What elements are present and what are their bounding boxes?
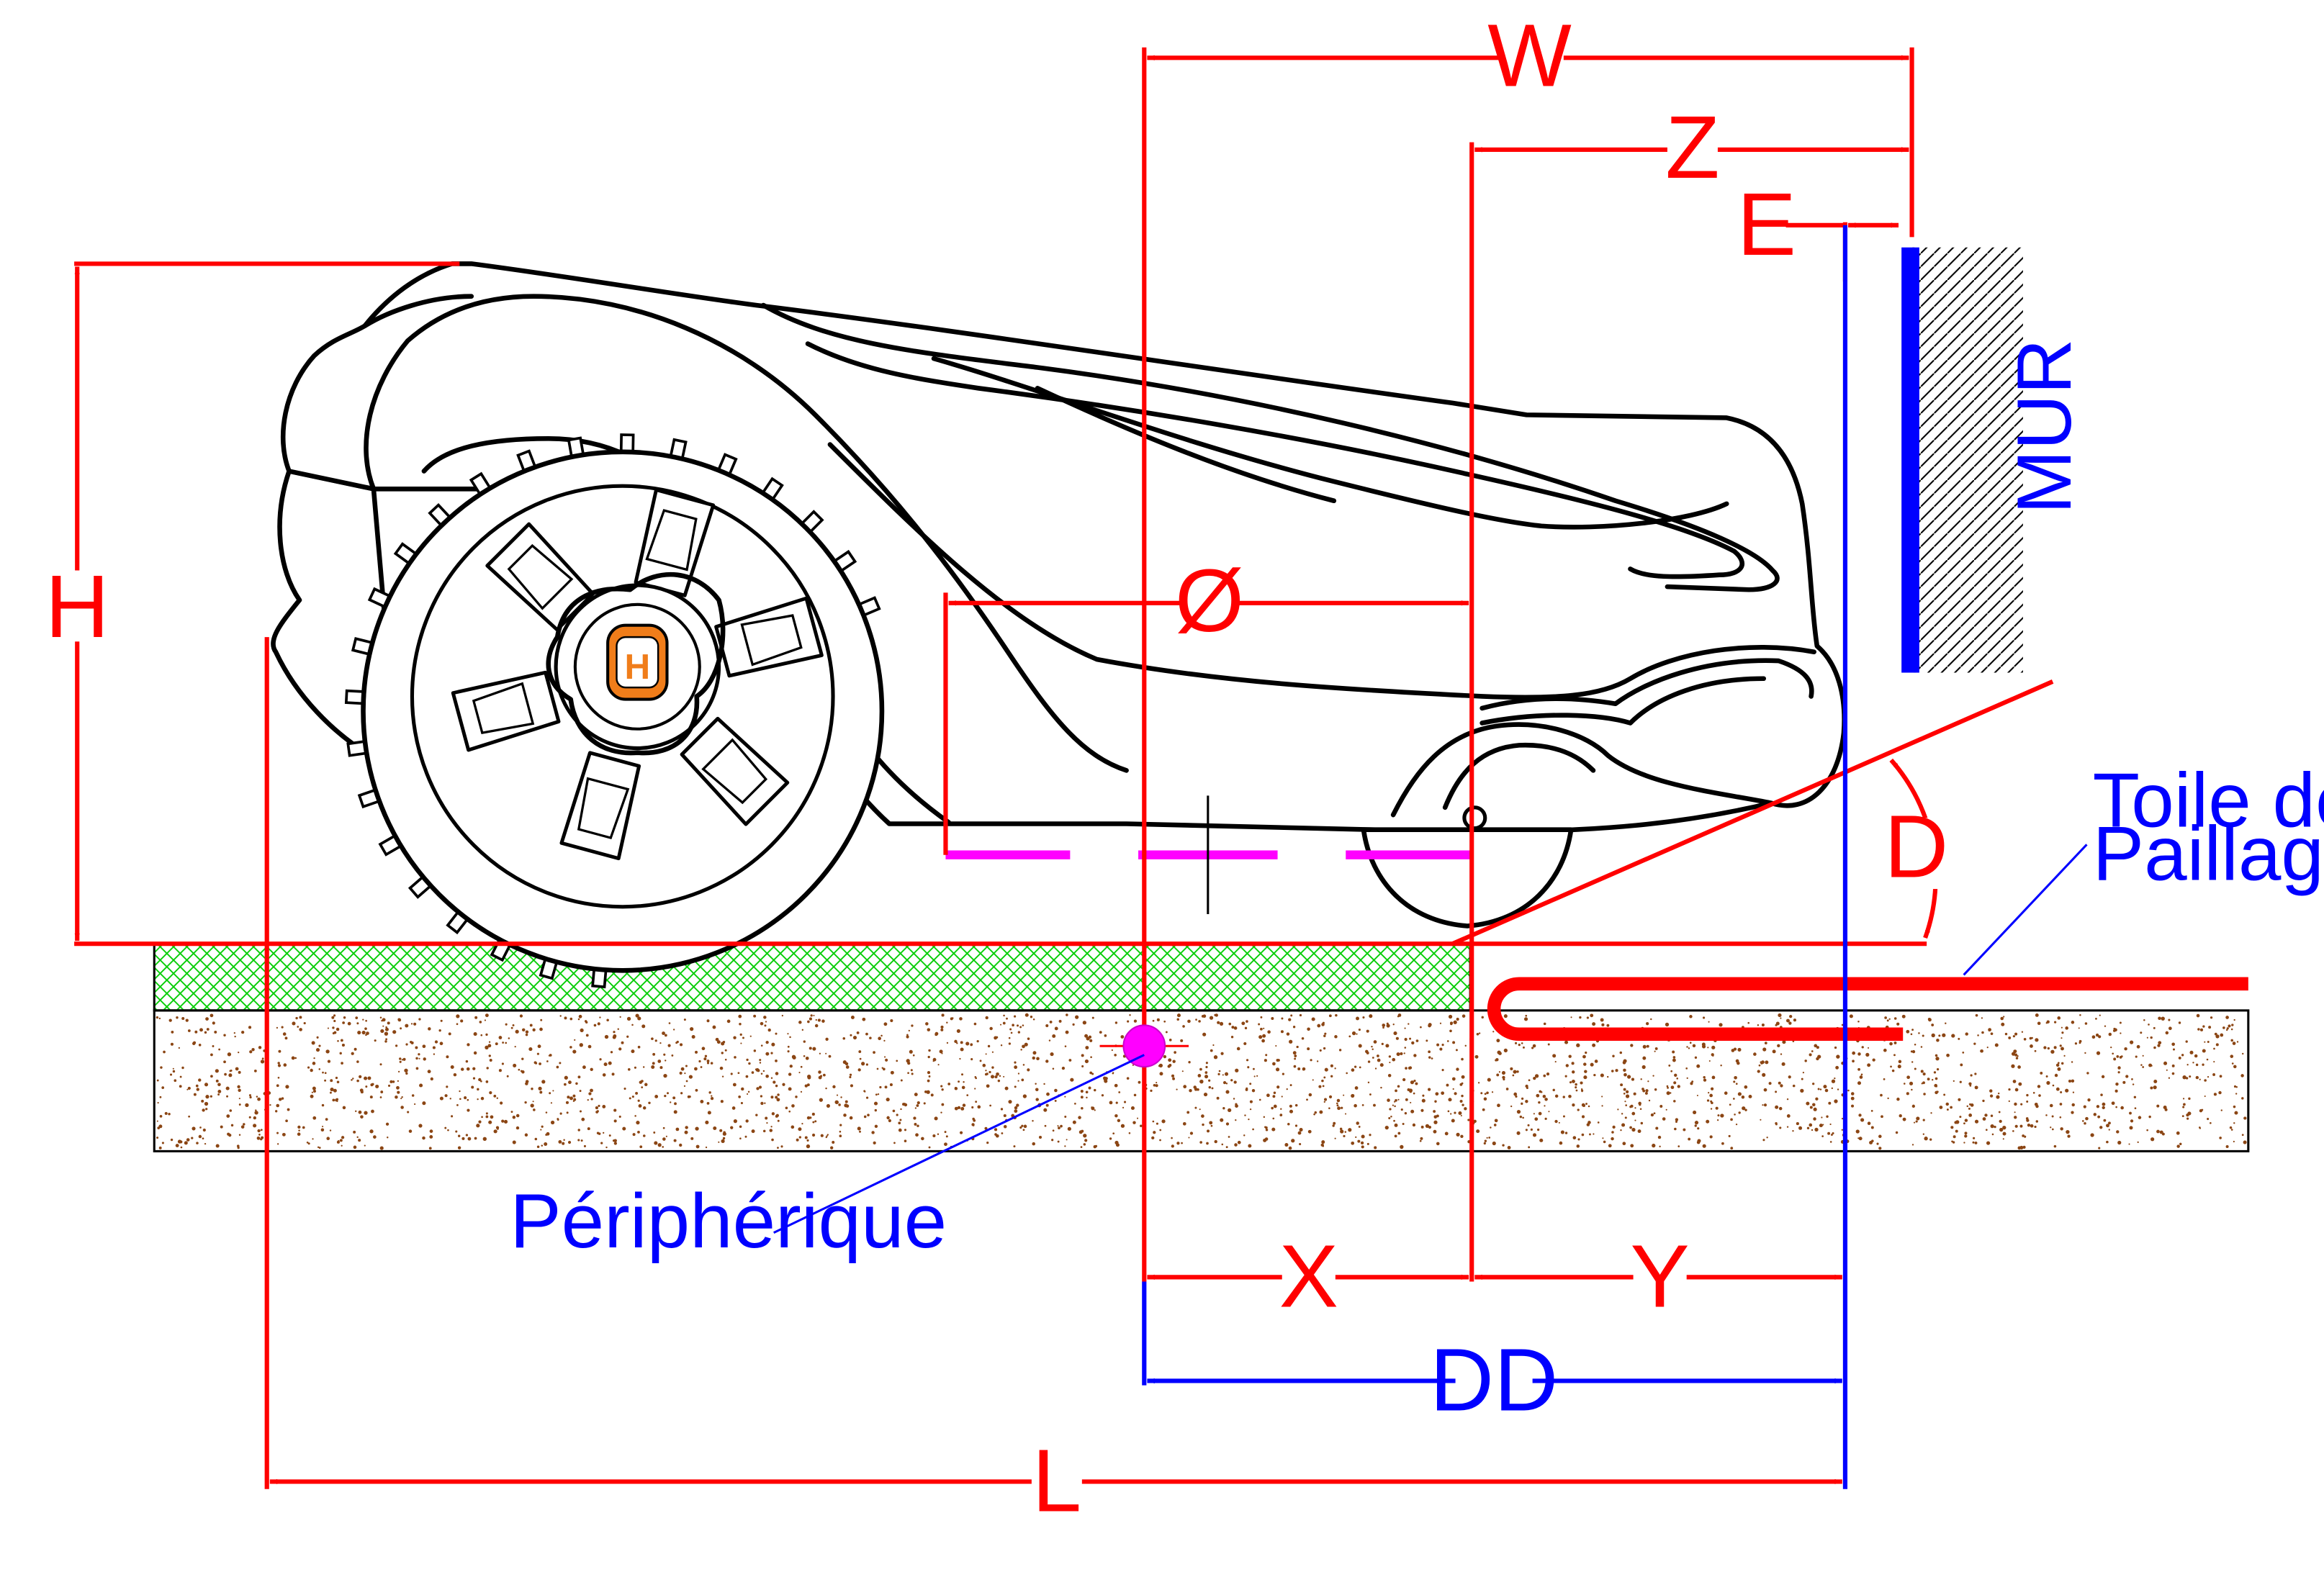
label-dd: DD xyxy=(1430,1331,1558,1430)
wall: MUR xyxy=(1901,247,2087,673)
mulch-leader-line xyxy=(1963,844,2088,976)
wheel-hub-cap xyxy=(546,572,726,756)
soil-texture xyxy=(156,1013,2247,1150)
label-x: X xyxy=(1279,1227,1338,1327)
mower-top-line-1 xyxy=(760,302,1780,592)
front-wheel-axle xyxy=(1462,805,1487,831)
logo-letter: H xyxy=(624,647,650,687)
label-d: D xyxy=(1884,798,1948,897)
wall-hatching xyxy=(1911,247,2023,673)
boundary-wire-label: Périphérique xyxy=(510,1178,947,1264)
label-diameter: Ø xyxy=(1175,551,1244,651)
mower-side-line-3 xyxy=(1479,676,1767,726)
wheel-spokes xyxy=(451,488,824,861)
grass-layer xyxy=(153,942,1472,1012)
label-w: W xyxy=(1487,6,1572,105)
label-y: Y xyxy=(1630,1227,1689,1327)
wall-label: MUR xyxy=(2001,339,2087,515)
mulch-fabric xyxy=(1487,977,2248,1042)
logo-inner-frame xyxy=(616,636,659,689)
mower-side-line-2 xyxy=(1479,658,1814,711)
mower-top-line-2 xyxy=(805,341,1744,579)
wall-face xyxy=(1901,247,1919,673)
robotic-mower: H xyxy=(271,261,1847,989)
cutting-disc-line xyxy=(945,795,1472,915)
label-e: E xyxy=(1737,175,1796,274)
boundary-wire-icon xyxy=(1122,1024,1166,1068)
mower-side-line-1 xyxy=(827,442,1817,700)
mower-front-skid xyxy=(1390,722,1774,818)
mower-front-skid-inner xyxy=(1442,742,1596,810)
annotations: DD Toile de Paillage Périphérique xyxy=(510,225,2324,1489)
mulch-label-line2: Paillage xyxy=(2093,810,2324,897)
wire-leader-line xyxy=(773,1054,1145,1234)
mower-front-wheel xyxy=(1361,827,1574,929)
mower-top-line-4 xyxy=(1035,386,1337,504)
mulch-label-line1: Toile de xyxy=(2093,757,2324,844)
label-h: H xyxy=(45,557,109,656)
label-z: Z xyxy=(1665,98,1719,197)
mulch-fabric-fold xyxy=(1487,977,2248,1042)
mower-rear-wheel: H xyxy=(344,433,885,989)
ground xyxy=(153,942,2250,1152)
mower-wheel-arch xyxy=(364,294,1129,773)
dimensions: W Z E H Ø D X Y L xyxy=(45,6,2054,1531)
mower-arch-outer xyxy=(362,294,474,329)
label-l: L xyxy=(1032,1432,1082,1531)
